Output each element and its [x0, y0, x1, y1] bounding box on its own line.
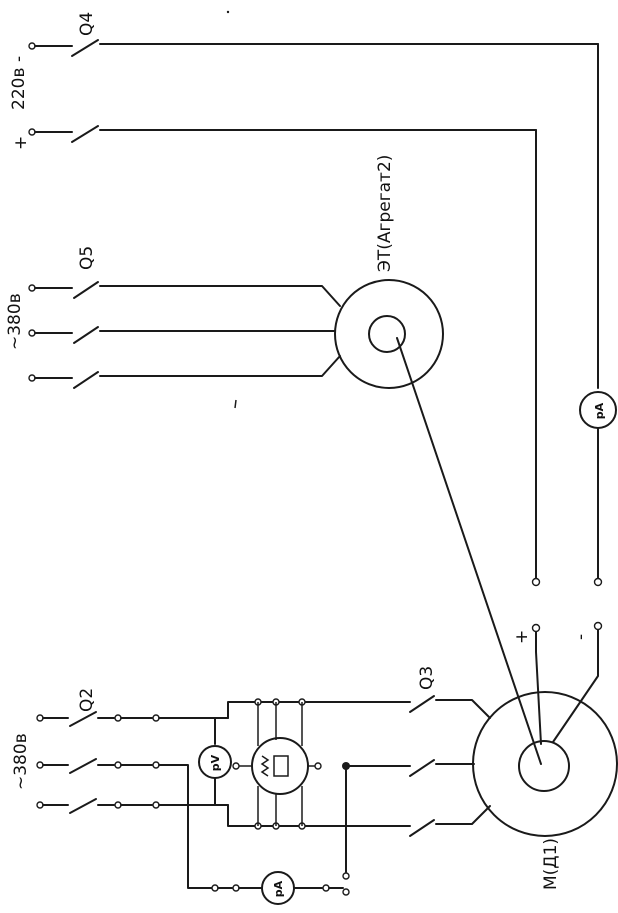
- ammeter-line: pA: [211, 871, 344, 905]
- motor-feed-1: [435, 699, 491, 719]
- wattmeter-side-terminal-2: [314, 762, 322, 770]
- motor-plus-label: +: [512, 630, 532, 644]
- q5-label: Q5: [77, 246, 97, 270]
- ammeter-terminal-out: [342, 872, 350, 880]
- et-feed-3: [99, 355, 341, 377]
- et-machine: [334, 279, 444, 389]
- ammeter-field: pA: [579, 391, 617, 587]
- ac-voltage-label-top: ~380в: [5, 293, 25, 350]
- motor-minus-label: -: [571, 634, 591, 640]
- ac-supply-et: [28, 281, 341, 389]
- motor-outer-circle: [472, 691, 618, 837]
- ac-supply-motor: [36, 695, 491, 896]
- motor-m: [472, 691, 618, 837]
- et-label: ЭТ(Агрегат2): [375, 155, 395, 272]
- motor-minus-terminal: [593, 621, 603, 631]
- q2-label: Q2: [77, 688, 97, 712]
- q5-blade-2: [73, 326, 99, 344]
- shaft-coupling: [396, 337, 542, 765]
- wattmeter-side-terminal-1: [232, 762, 240, 770]
- stray-mark-1: [226, 10, 230, 14]
- dc-plus-terminal-out: [531, 577, 541, 587]
- et-inner-circle: [368, 315, 406, 353]
- ammeter-terminal-out-2: [342, 888, 350, 896]
- q5-blade-1: [73, 281, 99, 299]
- motor-plus-lead: [535, 631, 542, 745]
- wattmeter-resistor-zigzag: [260, 755, 270, 777]
- dc-plus-label: +: [11, 136, 31, 150]
- dc-voltage-label: 220в: [9, 68, 29, 110]
- q3-blade-3: [409, 819, 435, 837]
- line-b-2: [158, 764, 213, 889]
- ammeter-field-label: pA: [593, 402, 606, 419]
- q2-blade-2: [69, 758, 97, 774]
- q2-blade-1: [69, 711, 97, 727]
- line-a-3: [227, 701, 411, 719]
- dc-minus-terminal-out: [593, 577, 603, 587]
- wattmeter: [232, 702, 322, 826]
- q3-label: Q3: [417, 666, 437, 690]
- q2-blade-3: [69, 798, 97, 814]
- q3-blade-1: [409, 695, 435, 713]
- dc-supply-220v: [28, 39, 599, 587]
- wattmeter-coil: [273, 755, 289, 777]
- q4-label: Q4: [77, 12, 97, 36]
- q4-switch-blade-1: [71, 39, 99, 57]
- voltmeter-label: pV: [209, 754, 222, 771]
- ac-voltage-label-bottom: ~380в: [11, 733, 31, 790]
- q4-switch-blade-2: [71, 125, 99, 143]
- motor-inner-circle: [518, 740, 570, 792]
- motor-label: M(Д1): [541, 838, 561, 890]
- motor-minus-lead: [552, 629, 599, 743]
- stray-mark-2: [234, 399, 237, 409]
- motor-dc-terminals: [531, 621, 603, 745]
- et-feed-1: [99, 285, 341, 307]
- motor-feed-3: [435, 805, 491, 825]
- q5-blade-3: [73, 371, 99, 389]
- dc-minus-label: -: [9, 56, 29, 62]
- motor-plus-terminal: [531, 623, 541, 633]
- q3-blade-2: [409, 759, 435, 777]
- line-c-3: [227, 804, 411, 827]
- et-outer-circle: [334, 279, 444, 389]
- voltmeter: pV: [198, 717, 232, 806]
- ammeter-label: pA: [272, 880, 285, 897]
- wattmeter-body: [251, 737, 309, 795]
